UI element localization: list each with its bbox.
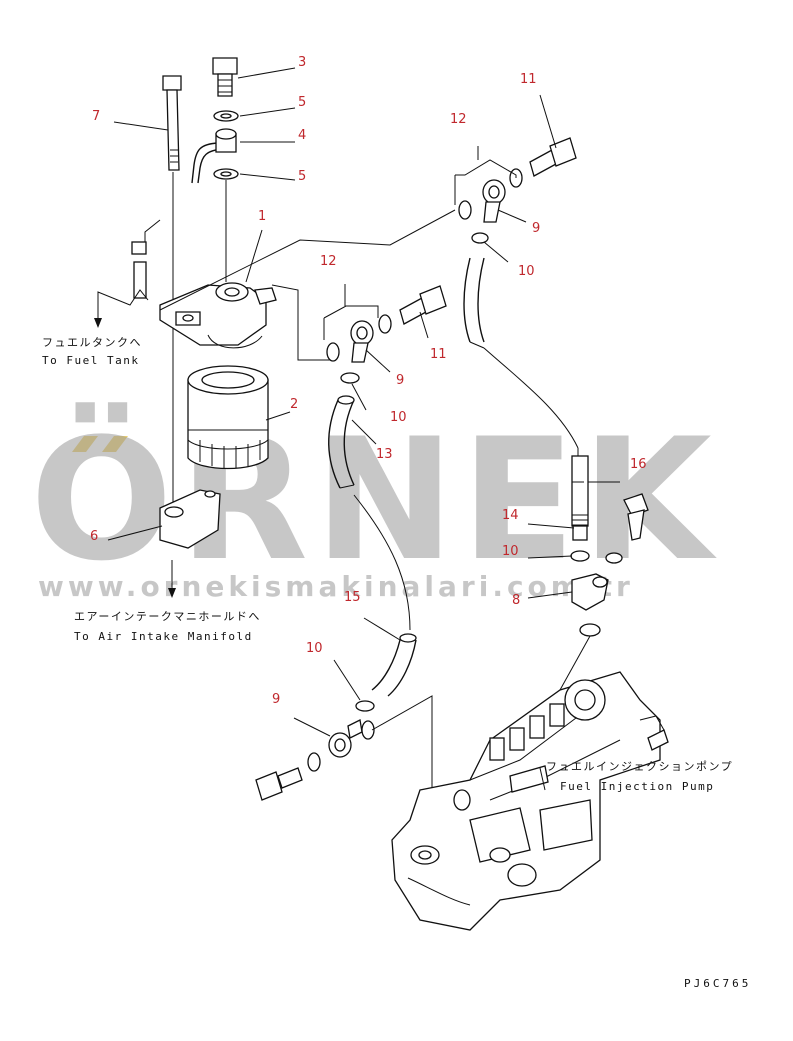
callout-5-lower: 5 <box>298 169 306 184</box>
watermark: ÖRNEK www.ornekismakinalari.com.tr <box>30 402 718 603</box>
air-intake-label-en: To Air Intake Manifold <box>74 630 253 643</box>
air-intake-label-jp: エアーインテークマニホールドへ <box>74 610 261 623</box>
callout-9-middle: 9 <box>396 373 404 388</box>
feed-hose <box>328 395 417 712</box>
callout-11-upper: 11 <box>520 72 537 87</box>
callout-1: 1 <box>258 209 266 224</box>
callout-2: 2 <box>290 397 298 412</box>
middle-banjo-group <box>326 285 447 384</box>
leader-lines <box>107 67 620 791</box>
upper-return-hose <box>463 257 579 449</box>
upper-banjo-group <box>458 137 577 244</box>
injection-pump-label-en: Fuel Injection Pump <box>560 780 714 793</box>
callout-5-upper: 5 <box>298 95 306 110</box>
part-1-filter-head <box>159 282 277 349</box>
callout-7: 7 <box>92 109 100 124</box>
right-pipe-group <box>559 448 649 691</box>
callouts: 1 2 3 4 5 5 6 7 8 9 9 9 10 10 10 10 11 1… <box>90 55 647 707</box>
part-6-bracket <box>159 489 221 598</box>
part-2-filter-cartridge <box>187 365 269 470</box>
part-7-long-bolt <box>162 75 182 510</box>
injection-pump-label-jp: フュエルインジェクションポンプ <box>546 760 733 773</box>
watermark-brand: ÖRNEK <box>30 402 718 598</box>
callout-14: 14 <box>502 508 519 523</box>
callout-4: 4 <box>298 128 306 143</box>
callout-16: 16 <box>630 457 647 472</box>
part-4-fitting <box>215 128 237 153</box>
callout-10-middle: 10 <box>390 410 407 425</box>
fuel-injection-pump <box>391 671 669 931</box>
callout-10-lower: 10 <box>306 641 323 656</box>
drawing-code: PJ6C765 <box>684 977 751 990</box>
lower-banjo-group <box>255 695 433 801</box>
part-3-bolt <box>212 57 238 97</box>
callout-9-upper: 9 <box>532 221 540 236</box>
callout-11-middle: 11 <box>430 347 447 362</box>
callout-9-lower: 9 <box>272 692 280 707</box>
callout-8: 8 <box>512 593 520 608</box>
callout-12-upper: 12 <box>450 112 467 127</box>
callout-6: 6 <box>90 529 98 544</box>
callout-3: 3 <box>298 55 306 70</box>
callout-15: 15 <box>344 590 361 605</box>
fuel-tank-label-en: To Fuel Tank <box>42 354 139 367</box>
callout-13: 13 <box>376 447 393 462</box>
callout-10-upper: 10 <box>518 264 535 279</box>
watermark-url: www.ornekismakinalari.com.tr <box>38 570 634 603</box>
callout-10-right: 10 <box>502 544 519 559</box>
callout-12-middle: 12 <box>320 254 337 269</box>
annotations: フュエルタンクへ To Fuel Tank エアーインテークマニホールドへ To… <box>42 336 733 793</box>
fuel-tank-label-jp: フュエルタンクへ <box>42 336 142 349</box>
